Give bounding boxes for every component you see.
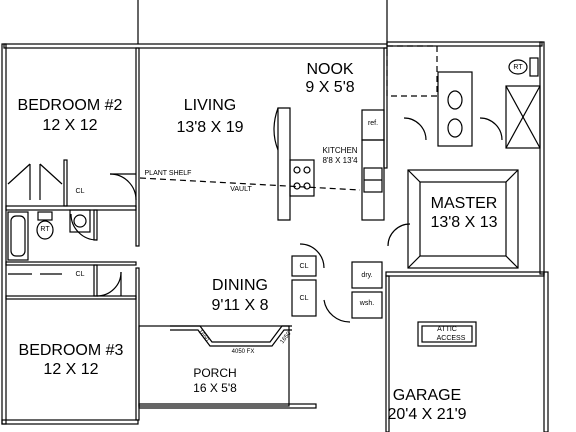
vanity-sink	[447, 118, 463, 138]
garage-right-wall	[543, 271, 549, 432]
door-arc	[323, 299, 351, 323]
exterior-wall-top	[3, 43, 388, 49]
wall	[93, 264, 98, 297]
nook-dims: 9 X 5'8	[305, 79, 355, 96]
bath-vanity	[69, 209, 91, 233]
kitchen-counter	[361, 139, 385, 221]
garage-name: GARAGE	[392, 387, 462, 404]
garage-dims: 20'4 X 21'9	[387, 406, 467, 423]
garage-top-wall	[385, 271, 545, 277]
master-vanity	[437, 71, 473, 147]
door-swing	[39, 163, 63, 185]
refrigerator-label: ref.	[367, 120, 379, 127]
cooktop	[289, 159, 315, 197]
wall	[5, 261, 137, 266]
closet	[291, 255, 317, 277]
door-arc	[299, 243, 325, 269]
washer	[351, 291, 383, 319]
bedroom2-name: BEDROOM #2	[17, 97, 123, 114]
master-dims: 13'8 X 13	[430, 214, 498, 231]
burner	[293, 166, 301, 174]
bathtub	[7, 211, 29, 261]
door-swing	[7, 163, 31, 185]
window-center-note: 4050 FX	[231, 349, 255, 355]
bedroom3-dims: 12 X 12	[43, 361, 99, 378]
kitchen-dims: 8'8 X 13'4	[322, 156, 358, 165]
exterior-wall-left	[1, 43, 7, 425]
living-dims: 13'8 X 19	[176, 119, 244, 136]
door-arc	[479, 117, 503, 141]
toilet-tank	[529, 57, 539, 77]
wall	[5, 295, 137, 300]
toilet-label-master: RT	[513, 64, 523, 71]
porch-outline	[138, 325, 290, 407]
toilet-tank	[37, 211, 53, 221]
dryer	[351, 261, 383, 289]
toilet-bowl	[508, 59, 528, 75]
living-name: LIVING	[183, 97, 237, 114]
bath-sink	[73, 214, 87, 228]
plant-shelf-note: PLANT SHELF	[144, 170, 192, 177]
wall	[5, 205, 137, 211]
exterior-wall-master-top	[386, 41, 543, 47]
wall-nook-right	[383, 47, 388, 169]
bedroom2-dims: 12 X 12	[42, 117, 98, 134]
bay-window-inner	[170, 329, 292, 347]
burner	[303, 182, 311, 190]
closet-label-laundry-2: CL	[299, 295, 309, 302]
closet-label-laundry-1: CL	[299, 263, 309, 270]
dining-name: DINING	[212, 277, 268, 294]
garage-left-wall	[385, 275, 390, 432]
master-tray-inner	[419, 181, 507, 257]
dining-dims: 9'11 X 8	[211, 297, 269, 314]
master-tray-ceiling	[407, 169, 519, 269]
vault-note: VAULT	[230, 186, 252, 193]
attic-access-box	[417, 321, 477, 347]
washer-label: wsh.	[359, 300, 375, 307]
porch-edge	[138, 403, 317, 409]
exterior-wall-bottom-left	[1, 419, 139, 425]
bedroom3-name: BEDROOM #3	[18, 342, 124, 359]
wall	[63, 159, 68, 207]
tray-corner	[505, 255, 519, 269]
vanity-sink	[447, 90, 463, 110]
kitchen-island	[277, 107, 291, 221]
attic-note: ATTIC	[437, 326, 457, 333]
tray-corner	[407, 255, 421, 269]
plant-shelf-line	[139, 177, 361, 191]
porch-name: PORCH	[193, 366, 237, 380]
closet-label-bed3: CL	[75, 271, 85, 278]
master-name: MASTER	[430, 195, 498, 212]
door-arc	[403, 117, 427, 141]
closet	[291, 279, 317, 317]
bay-window	[170, 325, 292, 343]
shower	[505, 85, 541, 149]
attic-access-inner	[421, 325, 473, 343]
tray-corner	[505, 169, 519, 183]
access-note: ACCESS	[436, 335, 466, 342]
toilet-label-bath: RT	[40, 226, 50, 233]
burner	[303, 166, 311, 174]
door-arc	[109, 173, 137, 201]
tray-corner	[407, 169, 421, 183]
porch-dims: 16 X 5'8	[193, 381, 237, 395]
toilet-bowl	[36, 220, 54, 240]
bathtub-basin	[10, 215, 26, 257]
island-bar	[273, 107, 279, 151]
exterior-wall-master-right	[539, 41, 545, 275]
wall	[93, 209, 98, 241]
master-closet	[386, 45, 438, 97]
closet-label-bed2: CL	[75, 188, 85, 195]
kitchen-name: KITCHEN	[322, 146, 358, 155]
interior-wall-living-left	[135, 47, 140, 247]
nook-name: NOOK	[306, 61, 354, 78]
door-arc	[387, 223, 411, 247]
shower-x	[505, 85, 541, 149]
door-arc	[96, 271, 122, 297]
dryer-label: dry.	[361, 272, 373, 279]
